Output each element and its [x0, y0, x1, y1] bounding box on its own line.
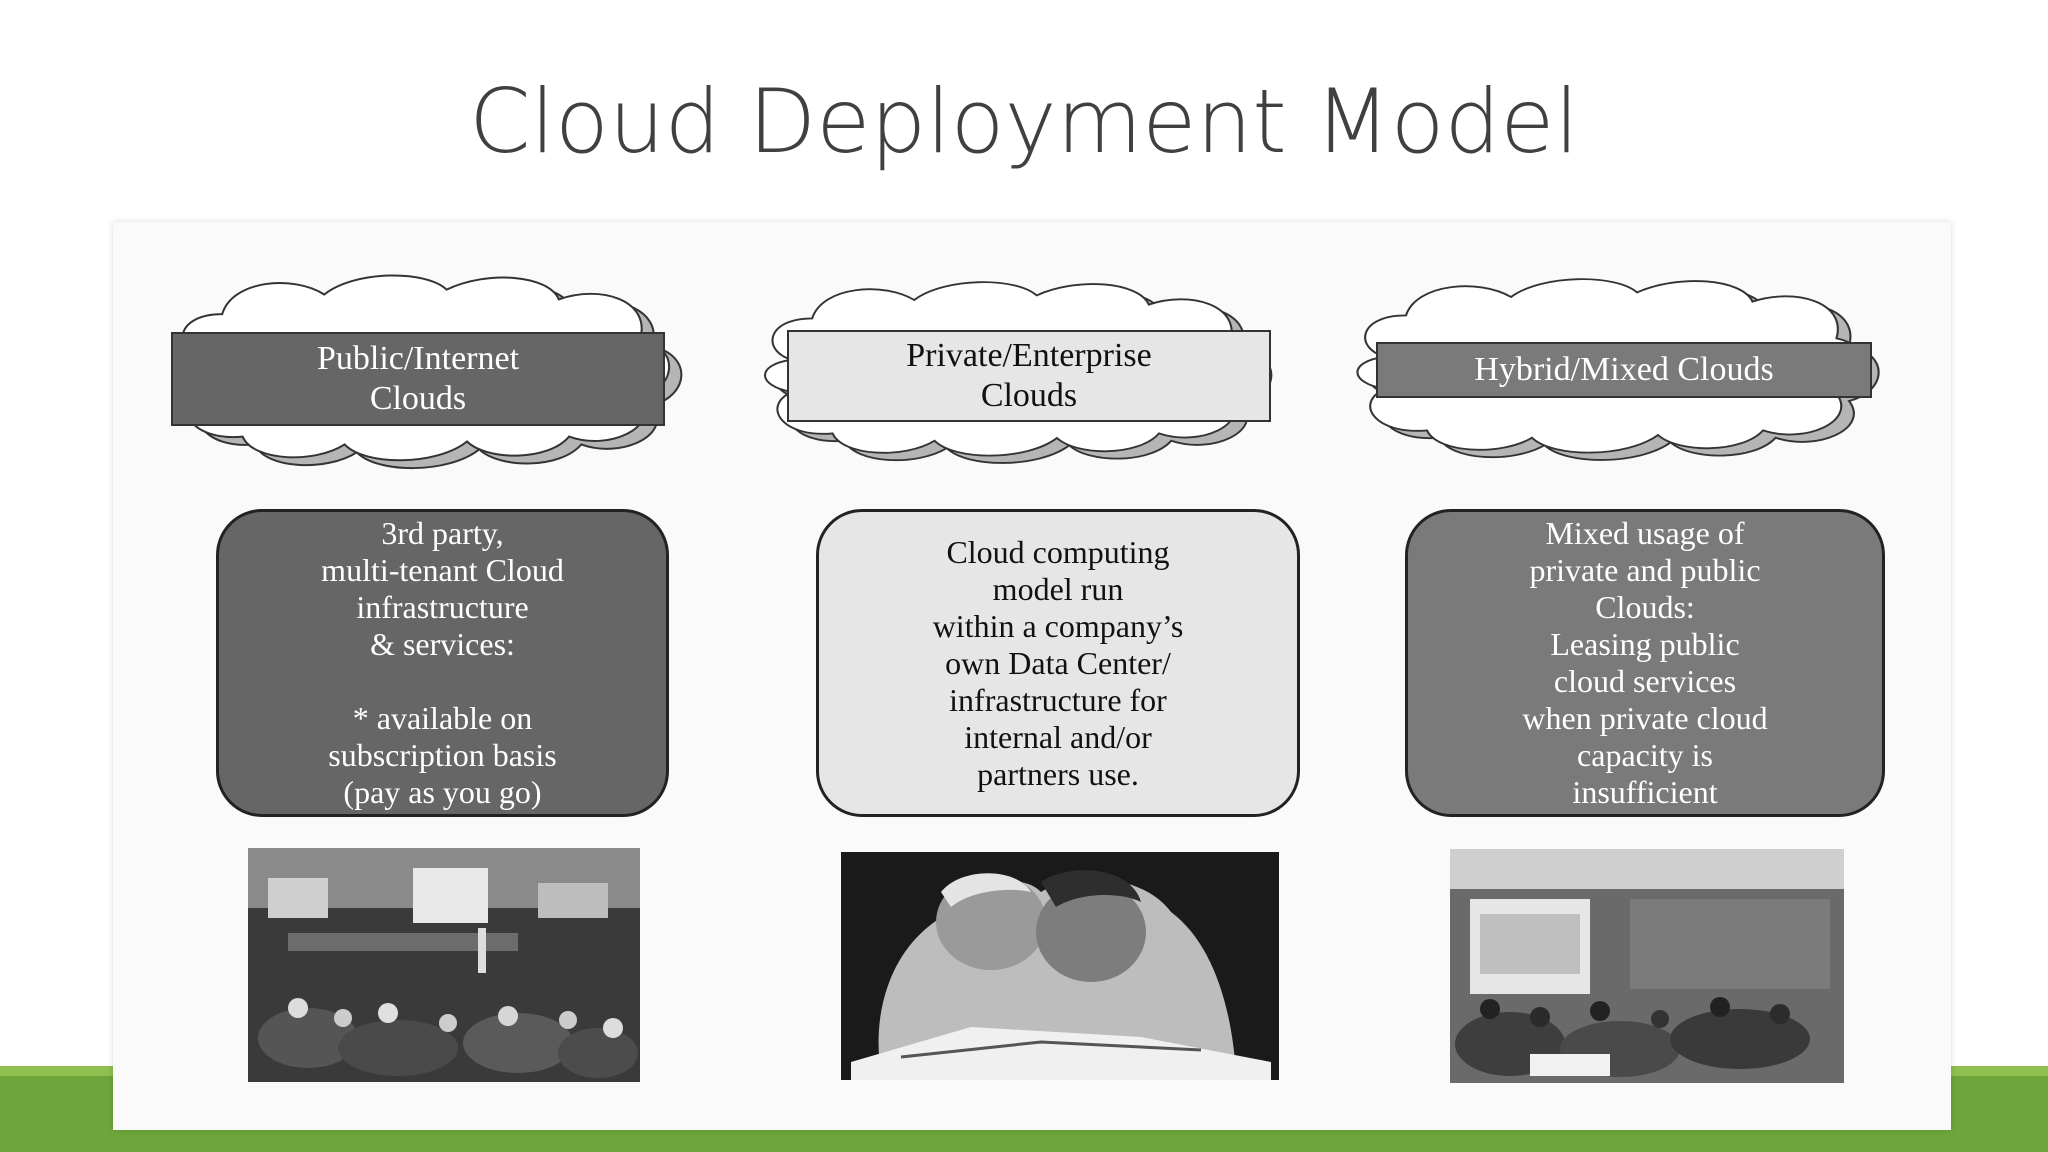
collaborators-photo: [841, 852, 1279, 1080]
private-cloud-label: Private/Enterprise Clouds: [787, 330, 1271, 422]
deployment-model-figure: Public/Internet Clouds Private/Enterpris…: [113, 222, 1951, 1130]
private-cloud-description: Cloud computing model run within a compa…: [816, 509, 1300, 817]
cloud-shapes: [174, 274, 1880, 1083]
auditorium-photo: [248, 848, 640, 1082]
public-cloud-description: 3rd party, multi-tenant Cloud infrastruc…: [216, 509, 669, 817]
slide-title: Cloud Deployment Model: [469, 70, 1579, 173]
meeting-room-photo: [1450, 849, 1844, 1083]
hybrid-cloud-description: Mixed usage of private and public Clouds…: [1405, 509, 1885, 817]
public-cloud-label: Public/Internet Clouds: [171, 332, 665, 426]
hybrid-cloud-label: Hybrid/Mixed Clouds: [1376, 342, 1872, 398]
